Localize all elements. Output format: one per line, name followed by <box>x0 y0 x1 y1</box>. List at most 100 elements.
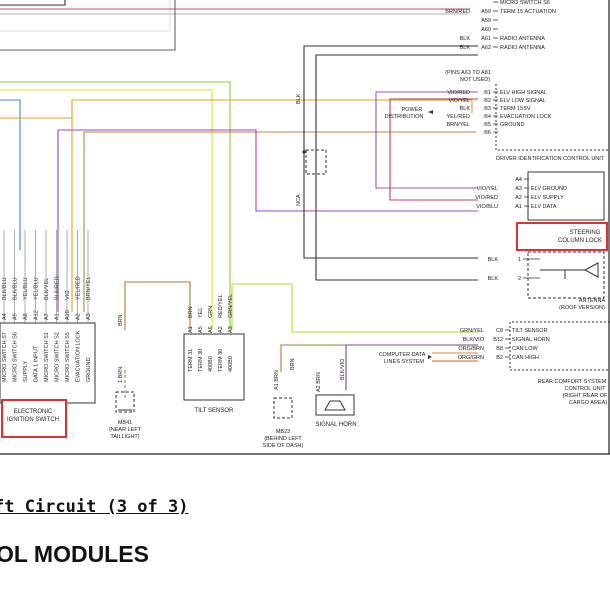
cdl-label-1: COMPUTER DATA <box>379 352 426 358</box>
ignition-switch-connector <box>0 322 96 404</box>
rcs-row-pin-number: B12 <box>493 337 503 343</box>
steering-row-function: ELV SUPPLY <box>531 195 564 201</box>
top-row-wire-label: BLK <box>460 45 471 51</box>
antenna-pin-number: 1 <box>518 257 521 263</box>
connector-box <box>0 322 96 404</box>
ignition-switch-label-2: IGNITION SWITCH <box>7 417 59 423</box>
top-row-function: RADIO ANTENNA <box>500 36 545 42</box>
top-row-wire-label: BLK <box>460 36 471 42</box>
mb41-wire-label: BRN <box>118 314 124 326</box>
rcs-label-1: REAR COMFORT SYSTEM <box>538 379 607 385</box>
horn-wire-1: A2 BRN <box>316 372 322 392</box>
horn-wire-2: BLK/VIO <box>340 358 346 380</box>
rcs-row-wire-label: ORG/GRN <box>458 355 484 361</box>
mb23-wire-1: A1 BRN <box>274 370 280 390</box>
left-pin-number: A2 <box>76 313 82 320</box>
steering-row-pin-number: A2 <box>515 195 522 201</box>
mb41-pin-label: 1 BRN <box>118 367 124 383</box>
control-unit-top-pins: MICRO SWITCH S6 BRN/RED A59 TERM 15 ACTUATI… <box>445 0 556 51</box>
rcs-row-pin-number: B8 <box>496 346 503 352</box>
rcs-row-wire-label: GRN/YEL <box>460 328 484 334</box>
dic-row-pin-number: B6 <box>484 130 491 136</box>
top-row-pin-number: A61 <box>481 36 491 42</box>
wire-brn-mb41 <box>124 281 191 330</box>
left-pin-number: A8 <box>23 313 29 320</box>
left-pin-function: SUPPLY <box>23 360 29 382</box>
wire-grn-yel <box>231 283 478 333</box>
steering-row-pin-number: A1 <box>515 204 522 210</box>
rcs-label-3: (RIGHT REAR OF <box>563 393 608 399</box>
left-pin-function: MICRO SWITCH S1 <box>44 332 50 382</box>
tilt-pin-function: 400B0 <box>208 356 214 372</box>
dic-row-wire-label: BRN/YEL <box>446 122 470 128</box>
dic-row-function: EVACUATION LOCK <box>500 114 552 120</box>
vertical-nca-label: NCA <box>296 194 302 206</box>
top-row-pin-number: A59 <box>481 9 491 15</box>
mb23-box <box>273 397 293 419</box>
wire-layer <box>0 0 478 400</box>
left-pin-function: DATA 1 INPUT <box>34 345 40 382</box>
left-pin-wire-label: YEL/BLU <box>34 277 40 300</box>
wire-yellow <box>0 89 213 330</box>
horn-box <box>315 394 355 416</box>
left-pin-function: MICRO SWITCH S2 <box>55 332 61 382</box>
dic-boundary <box>495 84 610 151</box>
antenna-box <box>527 251 605 299</box>
left-pin-function: MICRO SWITCH S5 <box>65 332 71 382</box>
dic-row-function: ELV HIGH SIGNAL <box>500 90 547 96</box>
wire-green <box>0 81 231 330</box>
not-used-note-1: (PINS A63 TO A81 <box>445 70 491 76</box>
tilt-pin-wire-label: GRN/YEL <box>228 294 234 318</box>
dic-row-wire-label: VIO/YEL <box>449 98 470 104</box>
top-row-wire-label: BRN/RED <box>445 9 470 15</box>
dic-row-wire-label: BLK <box>460 106 471 112</box>
rcs-row-function: CAN HIGH <box>512 355 539 361</box>
antenna-label-1: ANTENNA <box>579 298 606 304</box>
left-pin-wire-label: BLK/BLU <box>13 277 19 300</box>
mb41-label-3: TAILLIGHT) <box>110 434 139 440</box>
dic-row-pin-number: B4 <box>484 114 491 120</box>
left-pin-number: A1 <box>55 313 61 320</box>
top-row-function: RADIO ANTENNA <box>500 45 545 51</box>
wire-vio <box>57 129 478 312</box>
dic-row-function: TERM 15SV <box>500 106 531 112</box>
antenna-pin-number: 2 <box>518 276 521 282</box>
left-pin-function: MICRO SWITCH S6 <box>13 332 19 382</box>
wire-yel-red-b4 <box>71 99 473 118</box>
mb23-ground: A1 BRN BRN MB23 (BEHIND LEFT SIDE OF DAS… <box>263 358 304 449</box>
left-pin-number: A4 <box>2 313 8 320</box>
section-heading: OL MODULES <box>0 541 149 567</box>
top-row-function: TERM 15 ACTUATION <box>500 9 556 15</box>
wire-top-light <box>0 0 171 32</box>
wire-blk-a61 <box>303 45 478 259</box>
dic-row-function: GROUND <box>500 122 524 128</box>
dic-row-pin-number: B2 <box>484 98 491 104</box>
rcs-row-function: TILT SENSOR <box>512 328 548 334</box>
tilt-pin-function: TERM 31 <box>188 349 194 372</box>
top-row-function: MICRO SWITCH S6 <box>500 0 550 6</box>
left-pin-number: A3 <box>86 313 92 320</box>
left-pin-number: A10 <box>65 310 71 320</box>
antenna-wire-label: BLK <box>488 276 499 282</box>
tilt-pin-wire-label: BRN <box>188 306 194 318</box>
dic-row-wire-label: VIO/RED <box>447 90 470 96</box>
left-pin-number: A7 <box>44 313 50 320</box>
steering-lock-highlight <box>516 222 608 251</box>
rcs-row-pin-number: B2 <box>496 355 503 361</box>
power-dist-2: DISTRIBUTION <box>385 114 424 120</box>
tilt-pin-function: TERM 30 <box>198 349 204 372</box>
tilt-sensor-box <box>183 333 245 401</box>
tilt-pin-number: A2 <box>218 326 224 333</box>
rcs-row-wire-label: ORG/BRN <box>458 346 484 352</box>
dic-row-function: ELV LOW SIGNAL <box>500 98 546 104</box>
horn-icon <box>324 400 346 411</box>
wire-vio-yel <box>389 98 478 201</box>
steering-lock-box <box>527 171 605 221</box>
left-pin-wire-label: BLK/BLU <box>2 277 8 300</box>
ignition-switch-highlight <box>1 399 67 438</box>
left-pin-wire-label: YEL/RED <box>76 276 82 300</box>
left-pin-number: A9 <box>13 313 19 320</box>
